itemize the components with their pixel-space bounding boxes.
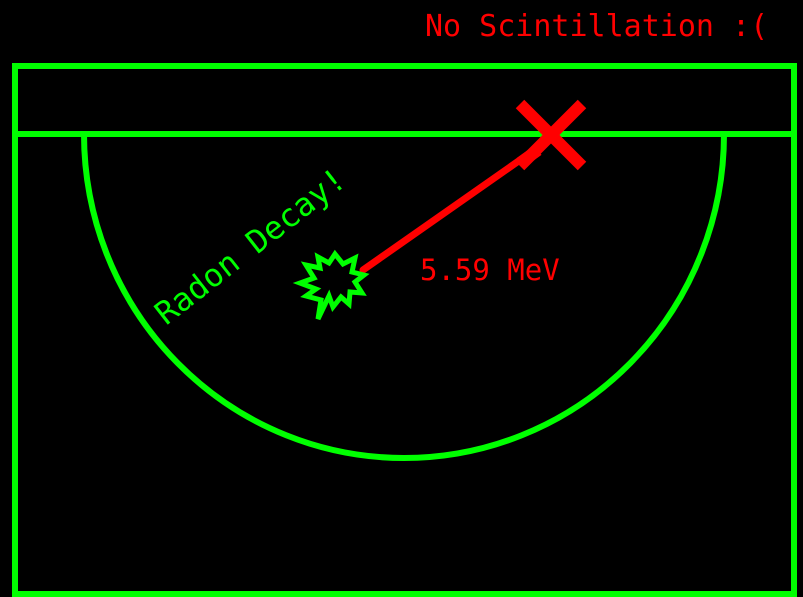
x-cross-icon xyxy=(515,99,587,171)
energy-label: 5.59 MeV xyxy=(420,253,560,287)
alpha-track xyxy=(359,142,544,274)
hemisphere-vessel xyxy=(81,133,727,461)
status-text: No Scintillation :( xyxy=(425,9,768,44)
starburst-icon xyxy=(292,249,370,321)
detector-frame xyxy=(12,63,797,597)
